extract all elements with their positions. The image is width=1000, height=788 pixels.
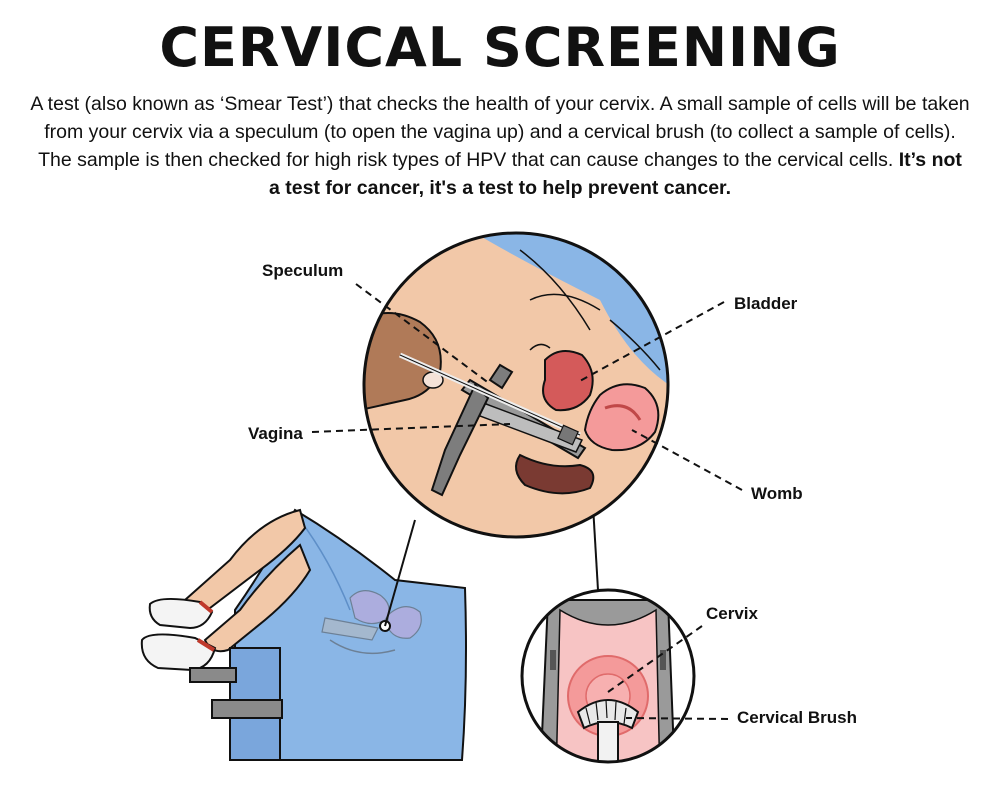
bladder-organ [542,350,594,412]
intro-text: A test (also known as ‘Smear Test’) that… [30,93,970,171]
speculum-instrument [430,363,587,497]
intro-bold-statement: It’s not a test for cancer, it's a test … [269,149,962,199]
leader-cervical-brush [625,717,729,720]
label-vagina: Vagina [248,424,303,443]
leader-vagina [311,423,511,433]
cervix-closeup [520,588,696,764]
intro-paragraph: A test (also known as ‘Smear Test’) that… [30,90,970,202]
label-bladder: Bladder [734,294,798,313]
label-womb: Womb [751,484,803,503]
label-speculum: Speculum [262,261,344,280]
leader-womb [631,429,743,491]
leader-bladder [577,301,725,383]
rectum-organ [515,453,595,495]
patient-foot-upper [148,598,214,630]
label-cervix: Cervix [706,604,758,623]
leader-speculum [355,283,491,385]
page-title: CERVICAL SCREENING [159,16,841,79]
label-cervical-brush: Cervical Brush [737,708,857,727]
label-leader-lines [311,283,743,720]
patient-figure [140,508,467,761]
magnified-cross-section [362,231,670,539]
clinician-hand [364,311,442,412]
womb-organ [583,383,660,452]
magnify-connector-left [384,519,416,627]
cervical-brush-tip [576,699,640,730]
patient-foot-lower [140,633,217,672]
